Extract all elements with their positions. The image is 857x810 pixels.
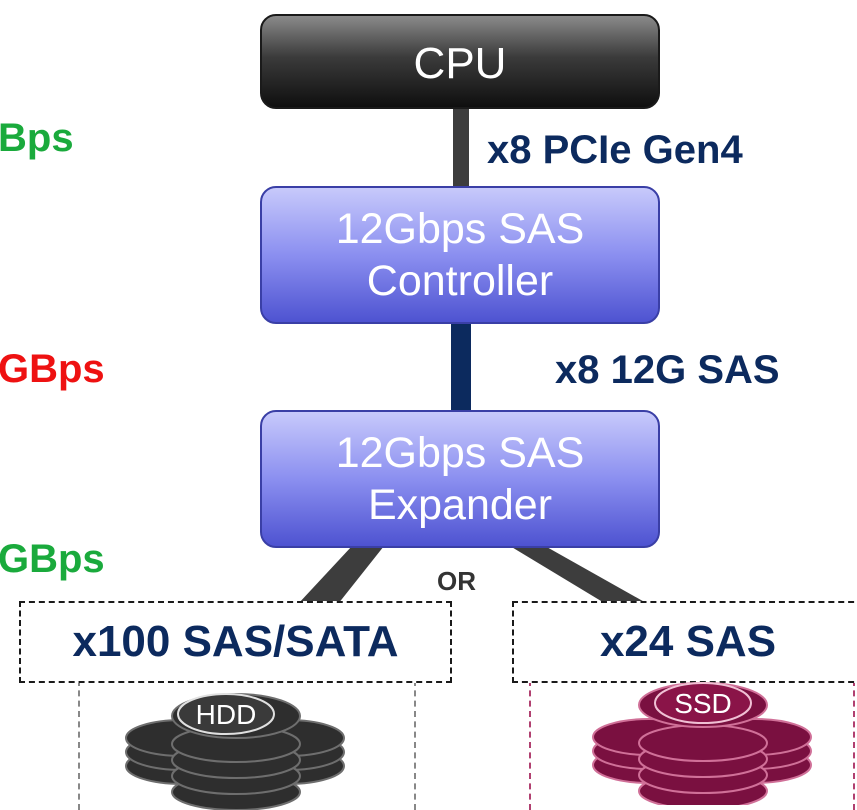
hdd-group-box: x100 SAS/SATA [19,601,452,683]
expander-line1: 12Gbps SAS [335,429,585,477]
left-bandwidth-1: Bps [0,116,74,160]
ssd-group-label: x24 SAS [599,617,777,666]
sas-link [451,322,471,412]
sas-link-label: x8 12G SAS [555,348,780,392]
ssd-group-box: x24 SAS [512,601,857,683]
hdd-icon-label: HDD [196,699,257,730]
expander-line2: Expander [367,481,553,529]
sas-controller-box: 12Gbps SAS Controller [260,186,660,324]
cpu-label: CPU [413,38,507,88]
left-bandwidth-3: GBps [0,537,105,581]
hdd-group-label: x100 SAS/SATA [72,617,399,666]
controller-line2: Controller [366,257,554,305]
pcie-link-label: x8 PCIe Gen4 [487,128,743,172]
cpu-box: CPU [260,14,660,109]
or-label: OR [437,566,476,596]
left-bandwidth-2: GBps [0,347,105,391]
hdd-stack-icon: HDD [125,693,345,810]
ssd-icon-label: SSD [674,688,732,719]
hdd-enclosure [78,680,416,810]
ssd-link [510,546,648,604]
sas-expander-box: 12Gbps SAS Expander [260,410,660,548]
ssd-stack-icon: SSD [592,682,812,805]
controller-line1: 12Gbps SAS [335,205,585,253]
ssd-enclosure [529,680,855,810]
hdd-link [298,546,384,604]
pcie-link [453,108,469,188]
